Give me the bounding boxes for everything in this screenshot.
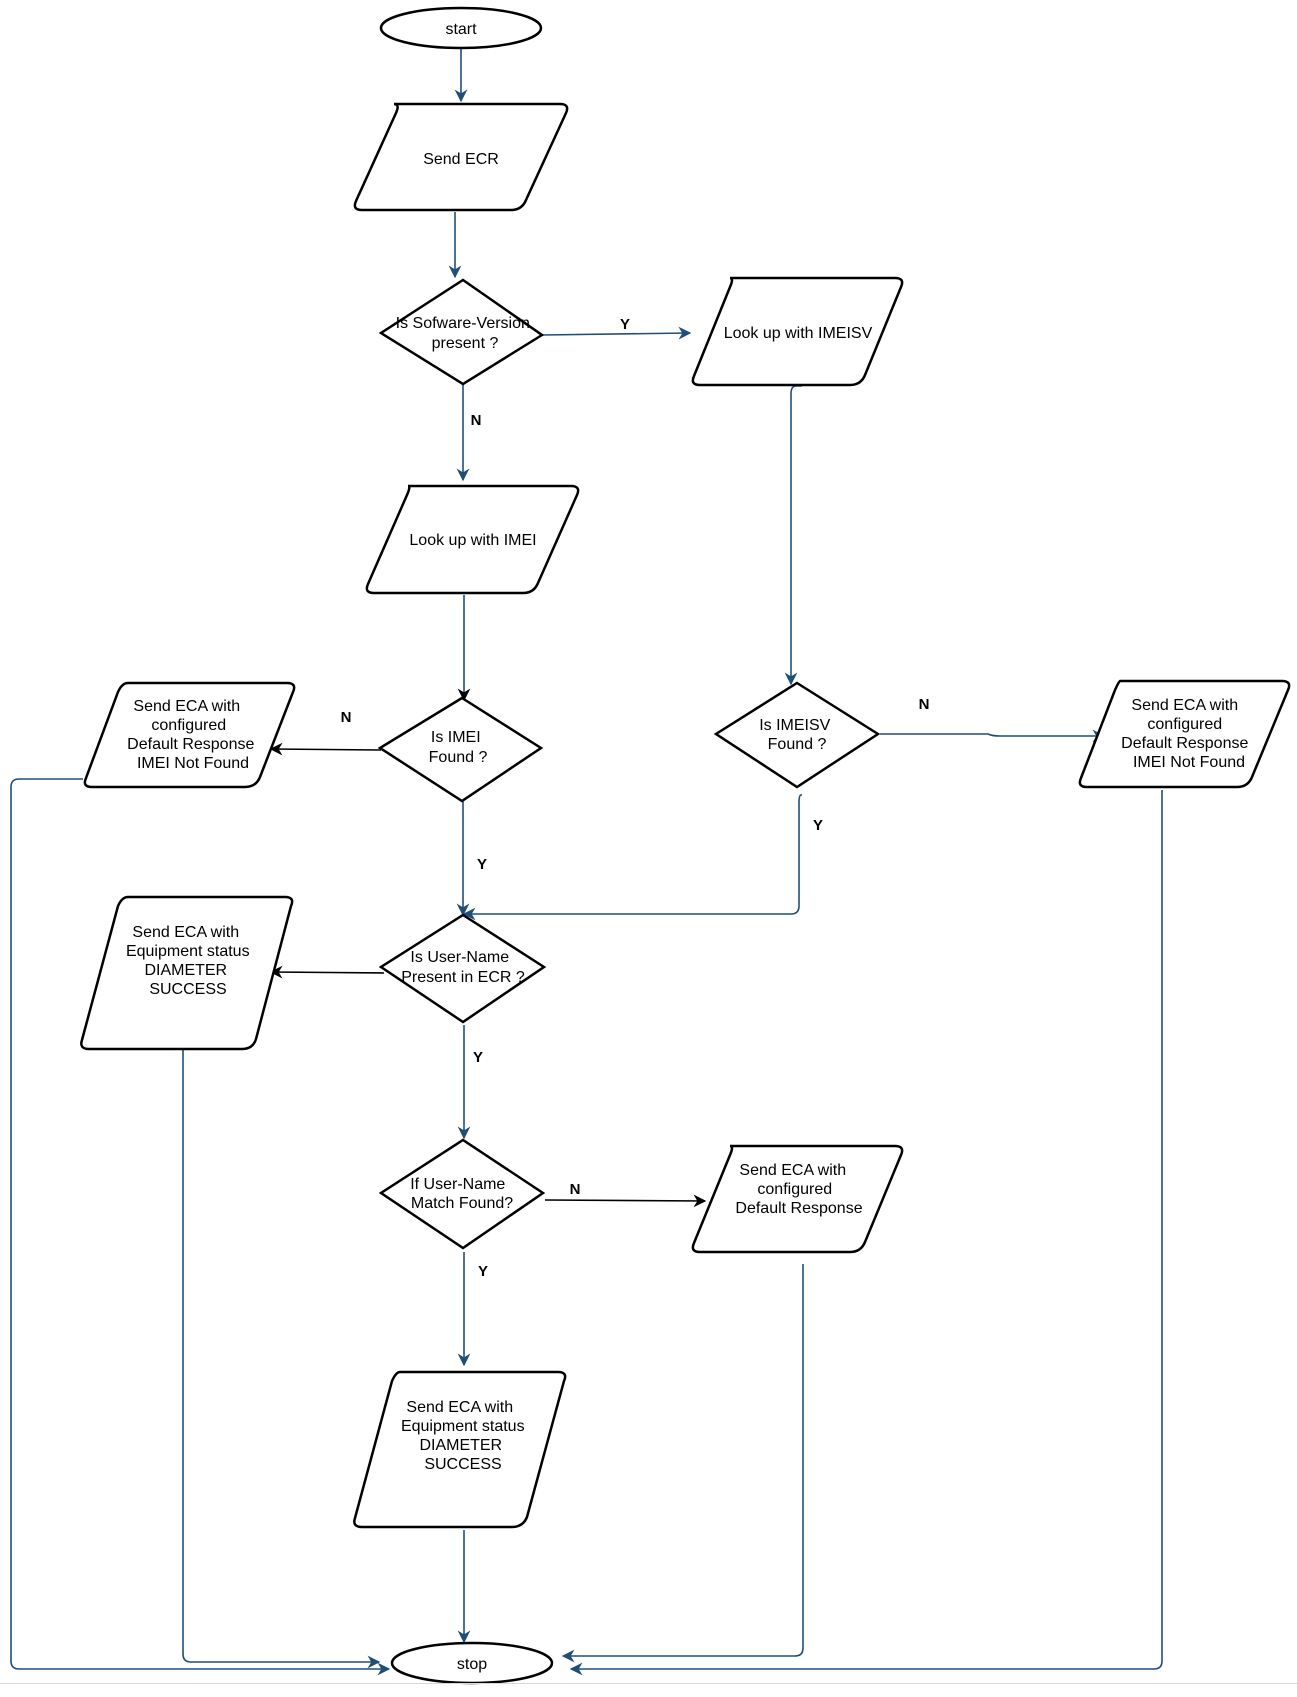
edge-label-imeisv-yes: Y [813, 817, 823, 834]
eca-success-bottom-line-3: DIAMETER [419, 1437, 502, 1454]
username-present-line-2: Present in ECR ? [401, 969, 525, 986]
username-match-line-2: Match Found? [411, 1195, 513, 1212]
eca-right-line-4: IMEI Not Found [1133, 754, 1245, 771]
imei-found-line-2: Found ? [429, 749, 488, 766]
eca-left-line-1: Send ECA with [133, 698, 240, 715]
eca-success-bottom-line-4: SUCCESS [424, 1456, 501, 1473]
edge-imeisv-lookup-to-imeisv-decision [784, 385, 802, 686]
eca-default-response-node: Send ECA with configured Default Respons… [691, 1144, 904, 1254]
eca-success-left-node: Send ECA with Equipment status DIAMETER … [80, 895, 294, 1051]
stop-label: stop [457, 1656, 487, 1673]
eca-success-bottom-node: Send ECA with Equipment status DIAMETER … [353, 1370, 567, 1529]
eca-left-line-4: IMEI Not Found [137, 755, 249, 772]
edge-label-imei-yes: Y [477, 856, 487, 873]
eca-imei-not-found-left-node: Send ECA with configured Default Respons… [83, 681, 296, 789]
eca-success-left-line-2: Equipment status [126, 943, 250, 960]
lookup-imeisv-label: Look up with IMEISV [724, 325, 873, 342]
software-version-label: Is Sofware-Version present ? [396, 315, 535, 352]
nodes: start Send ECR Is Sofware-Version presen… [80, 6, 1291, 1685]
stop-terminator: stop [390, 1641, 554, 1685]
edge-label-software-yes: Y [620, 316, 630, 333]
username-present-label: Is User-Name Present in ECR ? [401, 949, 525, 986]
imei-found-decision: Is IMEI Found ? [377, 696, 544, 803]
username-match-decision: If User-Name Match Found? [378, 1138, 546, 1250]
edge-software-yes-to-imeisv [541, 326, 692, 340]
send-ecr-label: Send ECR [423, 151, 499, 168]
eca-imei-not-found-right-node: Send ECA with configured Default Respons… [1078, 679, 1291, 789]
eca-right-line-2: configured [1147, 716, 1222, 733]
edge-label-username-yes: Y [473, 1049, 483, 1066]
eca-success-left-line-3: DIAMETER [144, 962, 227, 979]
start-terminator: start [379, 6, 543, 50]
eca-default-line-3: Default Response [735, 1200, 862, 1217]
username-present-line-1: Is User-Name [410, 949, 509, 966]
username-match-line-1: If User-Name [410, 1176, 505, 1193]
eca-success-bottom-label: Send ECA with Equipment status DIAMETER … [401, 1399, 529, 1473]
edge-labels: Y N N Y N Y Y N Y [341, 316, 930, 1280]
edge-label-match-yes: Y [478, 1263, 488, 1280]
username-present-decision: Is User-Name Present in ECR ? [378, 913, 547, 1024]
edge-imeisv-yes-to-username [462, 794, 802, 921]
bottom-divider [0, 1683, 1297, 1684]
eca-success-bottom-line-2: Equipment status [401, 1418, 525, 1435]
edge-left-eca-to-stop [10, 778, 391, 1676]
software-version-decision: Is Sofware-Version present ? [378, 278, 545, 386]
lookup-imei-label: Look up with IMEI [409, 532, 536, 549]
edge-left-success-to-stop [182, 1045, 381, 1669]
edge-default-eca-to-stop [561, 1264, 804, 1663]
eca-success-bottom-line-1: Send ECA with [406, 1399, 513, 1416]
edge-imeisv-no-to-right-eca [880, 729, 1106, 743]
imei-found-label: Is IMEI Found ? [429, 729, 488, 766]
edges [10, 48, 1163, 1676]
edge-imei-no-to-left-eca [269, 742, 382, 756]
eca-imei-not-found-right-label: Send ECA with configured Default Respons… [1121, 697, 1253, 771]
eca-success-left-line-4: SUCCESS [149, 981, 226, 998]
eca-default-line-1: Send ECA with [739, 1162, 846, 1179]
eca-success-left-label: Send ECA with Equipment status DIAMETER … [126, 924, 254, 998]
eca-default-response-label: Send ECA with configured Default Respons… [735, 1162, 862, 1217]
imei-found-line-1: Is IMEI [431, 729, 481, 746]
eca-imei-not-found-left-label: Send ECA with configured Default Respons… [127, 698, 259, 772]
eca-default-line-2: configured [757, 1181, 832, 1198]
imeisv-found-line-1: Is IMEISV [759, 717, 830, 734]
edge-username-no-to-left-success [269, 965, 385, 979]
eca-left-line-2: configured [151, 717, 226, 734]
edge-right-eca-to-stop [569, 790, 1163, 1676]
eca-right-line-1: Send ECA with [1131, 697, 1238, 714]
send-ecr-node: Send ECR [353, 102, 569, 212]
edge-label-imeisv-no: N [919, 696, 930, 713]
software-version-line-1: Is Sofware-Version [396, 315, 530, 332]
imeisv-found-label: Is IMEISV Found ? [759, 717, 835, 753]
eca-left-line-3: Default Response [127, 736, 254, 753]
eca-right-line-3: Default Response [1121, 735, 1248, 752]
eca-success-left-line-1: Send ECA with [132, 924, 239, 941]
lookup-imei-node: Look up with IMEI [365, 484, 580, 595]
imeisv-found-line-2: Found ? [768, 736, 827, 753]
edge-label-imei-no: N [341, 709, 352, 726]
edge-label-match-no: N [570, 1181, 581, 1198]
software-version-line-2: present ? [432, 335, 499, 352]
imeisv-found-decision: Is IMEISV Found ? [713, 681, 881, 789]
edge-match-no-to-default-eca [544, 1194, 707, 1208]
lookup-imeisv-node: Look up with IMEISV [691, 276, 904, 387]
edge-label-software-no: N [471, 412, 482, 429]
username-match-label: If User-Name Match Found? [410, 1176, 513, 1212]
start-label: start [445, 21, 477, 38]
